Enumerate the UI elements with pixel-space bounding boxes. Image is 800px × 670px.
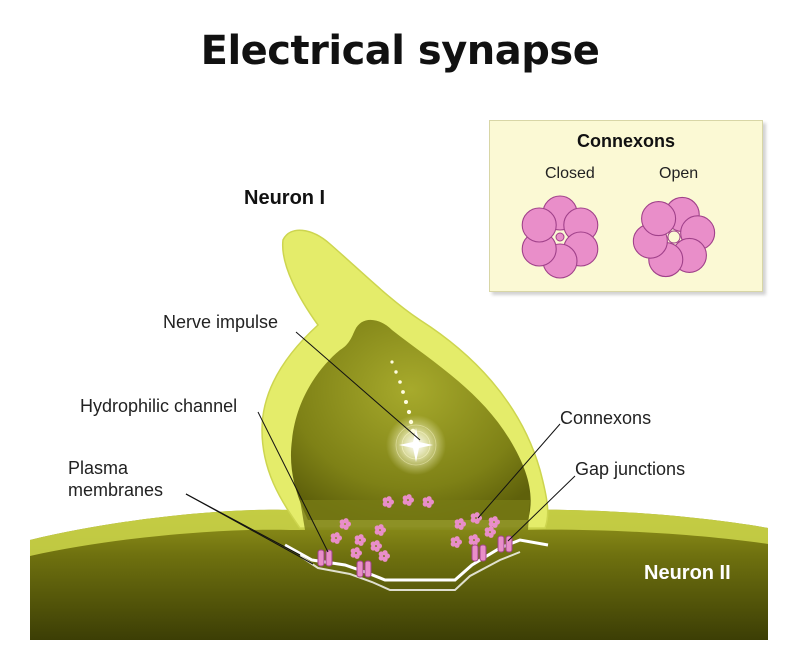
open-label: Open (659, 165, 699, 182)
gap-junction-icon (317, 549, 333, 567)
connexon-dot-icon (470, 512, 482, 524)
connexon-dot-icon (454, 518, 466, 530)
plasma-membranes-line-1: Plasma (68, 458, 129, 478)
plasma-membranes-label: Plasma membranes (68, 457, 163, 501)
plasma-membranes-line-2: membranes (68, 480, 164, 500)
connexon-dot-icon (488, 516, 500, 528)
leader-lines (185, 331, 576, 565)
connexon-dot-icon (330, 532, 342, 544)
gap-junction-icon (471, 544, 487, 562)
gap-junction-icon (356, 560, 372, 578)
connexon-dot-icon (350, 547, 362, 559)
connexon-open-icon (632, 196, 716, 278)
connexon-dot-icon (402, 494, 414, 506)
gap-junction-channels (317, 535, 513, 578)
synaptic-cleft-lower (299, 551, 521, 591)
connexons-inset: Connexons Closed Open (489, 120, 763, 292)
neuron-ii-surface (30, 509, 768, 556)
gap-junctions-label: Gap junctions (575, 459, 686, 479)
neuron-ii-body (30, 509, 768, 640)
page-title: Electrical synapse (200, 28, 600, 74)
connexon-dot-icon (354, 534, 366, 546)
inset-title: Connexons (576, 131, 675, 151)
presynaptic-zone (300, 500, 530, 530)
connexon-dot-icon (422, 496, 434, 508)
connexon-dot-icon (378, 550, 390, 562)
connexons-label: Connexons (560, 408, 652, 428)
connexon-dot-icon (339, 518, 351, 530)
connexon-dot-icon (484, 526, 496, 538)
connexon-closed-icon (521, 195, 599, 279)
inset-drawing (521, 195, 716, 279)
gap-junction-icon (497, 535, 513, 553)
nerve-impulse-spark (386, 415, 446, 475)
connexon-cluster (330, 494, 500, 562)
hydrophilic-channel-label: Hydrophilic channel (80, 396, 238, 416)
closed-label: Closed (545, 165, 595, 182)
neuron-ii-label: Neuron II (644, 562, 731, 584)
nerve-impulse-label: Nerve impulse (163, 312, 279, 332)
connexon-dot-icon (468, 534, 480, 546)
connexon-dot-icon (382, 496, 394, 508)
connexon-dot-icon (370, 540, 382, 552)
connexon-dot-icon (374, 524, 386, 536)
neuron-i-label: Neuron I (244, 187, 326, 209)
connexon-dot-icon (450, 536, 462, 548)
